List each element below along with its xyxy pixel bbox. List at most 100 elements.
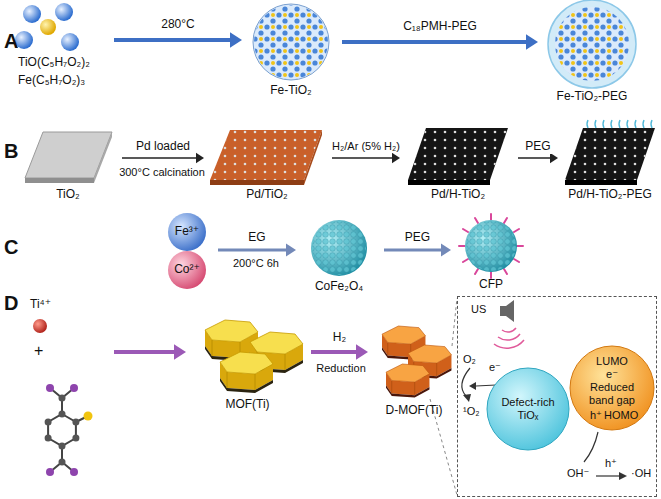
crystal-group: D-MOF(Ti) (372, 318, 458, 422)
mechanism-text: h⁺ (590, 409, 602, 422)
fe-tio2-peg-sphere (555, 7, 629, 81)
pd-h-tio2-peg-slab (587, 120, 652, 128)
tio2-slab (25, 178, 94, 183)
arrow-head (196, 153, 204, 163)
organic-linker (48, 414, 76, 446)
reactant-formula: TiO(C₅H₇O₂)₂ (18, 56, 90, 70)
tio2-slab (25, 132, 112, 183)
arrow-head (174, 344, 186, 360)
mof-crystals (220, 352, 273, 393)
arrow-shaft (218, 249, 287, 252)
precursor-molecules (61, 33, 79, 51)
mof-crystals (205, 320, 303, 393)
mechanism-text: Reduced band gap (582, 381, 642, 406)
reaction-arrow (384, 244, 451, 257)
mechanism-arrows (596, 475, 620, 476)
arrow-label: PEG (523, 140, 552, 154)
mechanism-text: O₂ (463, 353, 476, 366)
product-caption: TiO₂ (20, 188, 116, 202)
substrate-slab: Pd/H-TiO₂-PEG (562, 122, 660, 208)
arrow-label: EG (246, 231, 267, 245)
organic-linker (59, 395, 66, 402)
arrow-shaft (114, 38, 231, 42)
mechanism-text: e⁻ (582, 368, 642, 381)
cofe2o4-sphere (311, 220, 367, 276)
reactant-group: Ti⁴⁺+ (26, 296, 110, 488)
organic-linker (45, 435, 52, 442)
arrow-shaft (311, 350, 357, 354)
substrate-slab: TiO₂ (20, 126, 118, 208)
mechanism-text: ¹O₂ (463, 405, 480, 418)
product-caption: CoFe₂O₄ (300, 280, 378, 294)
pd-h-tio2-peg-slab (565, 128, 655, 180)
mechanism-arrows (462, 368, 470, 396)
ti-ion (33, 319, 47, 333)
arrow-label: H₂ (331, 331, 348, 345)
bandgap-circle: LUMOe⁻Reduced band gap h⁺HOMO (569, 345, 655, 431)
organic-linker (45, 384, 93, 476)
organic-linker (46, 468, 54, 476)
mechanism-text: h⁺ (605, 457, 617, 470)
fe-tio2-peg-sphere (548, 0, 636, 88)
pd-tio2-slab (210, 130, 322, 185)
reaction-arrow (342, 34, 538, 50)
reaction-arrow (122, 153, 204, 163)
organic-linker (46, 384, 54, 392)
arrow-shaft (342, 40, 527, 44)
organic-linker (59, 443, 66, 450)
pd-h-tio2-slab (408, 128, 508, 180)
arrow-head (392, 153, 400, 163)
mechanism-text: ·OH (631, 467, 651, 480)
product-sphere: CFP (455, 212, 529, 294)
reactant-label: Ti⁴⁺ (30, 298, 51, 312)
organic-linker (50, 388, 88, 472)
mechanism-text: US (471, 303, 486, 316)
arrow-head (356, 344, 368, 360)
ion-group: Fe³⁺Co²⁺ (162, 210, 214, 292)
cfp-sphere (459, 214, 523, 278)
reactant-formula: Fe(C₅H₇O₂)₃ (18, 74, 85, 88)
product-caption: Pd/H-TiO₂ (404, 188, 512, 202)
product-sphere: Fe-TiO₂ (246, 0, 338, 100)
arrow-label: PEG (403, 231, 432, 245)
defect-circle: Defect-rich TiOₓ (486, 367, 570, 451)
ion-label: Fe³⁺ (162, 225, 212, 239)
cofe2o4-sphere (311, 220, 367, 276)
reaction-arrow (332, 153, 400, 163)
mechanism-inset: USO₂e⁻¹O₂OH⁻h⁺·OHDefect-rich TiOₓLUMOe⁻R… (457, 296, 657, 497)
reaction-arrow (311, 344, 368, 360)
product-caption: CFP (455, 278, 527, 292)
pd-h-tio2-peg-slab (565, 180, 637, 185)
condition-text: 200°C 6h (224, 257, 288, 270)
mechanism-arrows (584, 432, 598, 462)
tio2-slab (25, 132, 112, 178)
organic-linker (72, 419, 79, 426)
mechanism-arrows (476, 385, 496, 386)
fe-tio2-sphere (254, 5, 328, 79)
mechanism-text: LUMO (582, 355, 642, 368)
tio2-slab (94, 132, 112, 183)
fe-tio2-sphere (253, 4, 329, 80)
product-caption: Fe-TiO₂-PEG (542, 90, 642, 104)
mechanism-text: HOMO (604, 409, 638, 422)
pd-h-tio2-peg-slab (565, 128, 655, 180)
mechanism-arrows (463, 394, 471, 402)
arrow-shaft (518, 157, 551, 159)
reaction-arrow (114, 32, 242, 48)
pd-h-tio2-slab (408, 180, 490, 185)
mechanism-arrows (469, 382, 476, 390)
reactant-group: TiO(C₅H₇O₂)₂ Fe(C₅H₇O₂)₃ (18, 2, 110, 98)
fe-tio2-peg-sphere (555, 7, 629, 81)
arrow-shaft (114, 350, 175, 354)
product-caption: Pd/H-TiO₂-PEG (562, 188, 658, 202)
mechanism-text: e⁻ (489, 361, 501, 374)
cfp-sphere (465, 220, 517, 272)
arrow-shaft (332, 157, 393, 159)
mechanism-text: OH⁻ (567, 467, 589, 480)
organic-linker (45, 419, 52, 426)
arrow-shaft (122, 157, 197, 159)
product-caption: MOF(Ti) (190, 398, 305, 412)
condition-text: 300°C calcination (114, 166, 210, 179)
arrow-label: H₂/Ar (5% H₂) (330, 140, 402, 153)
